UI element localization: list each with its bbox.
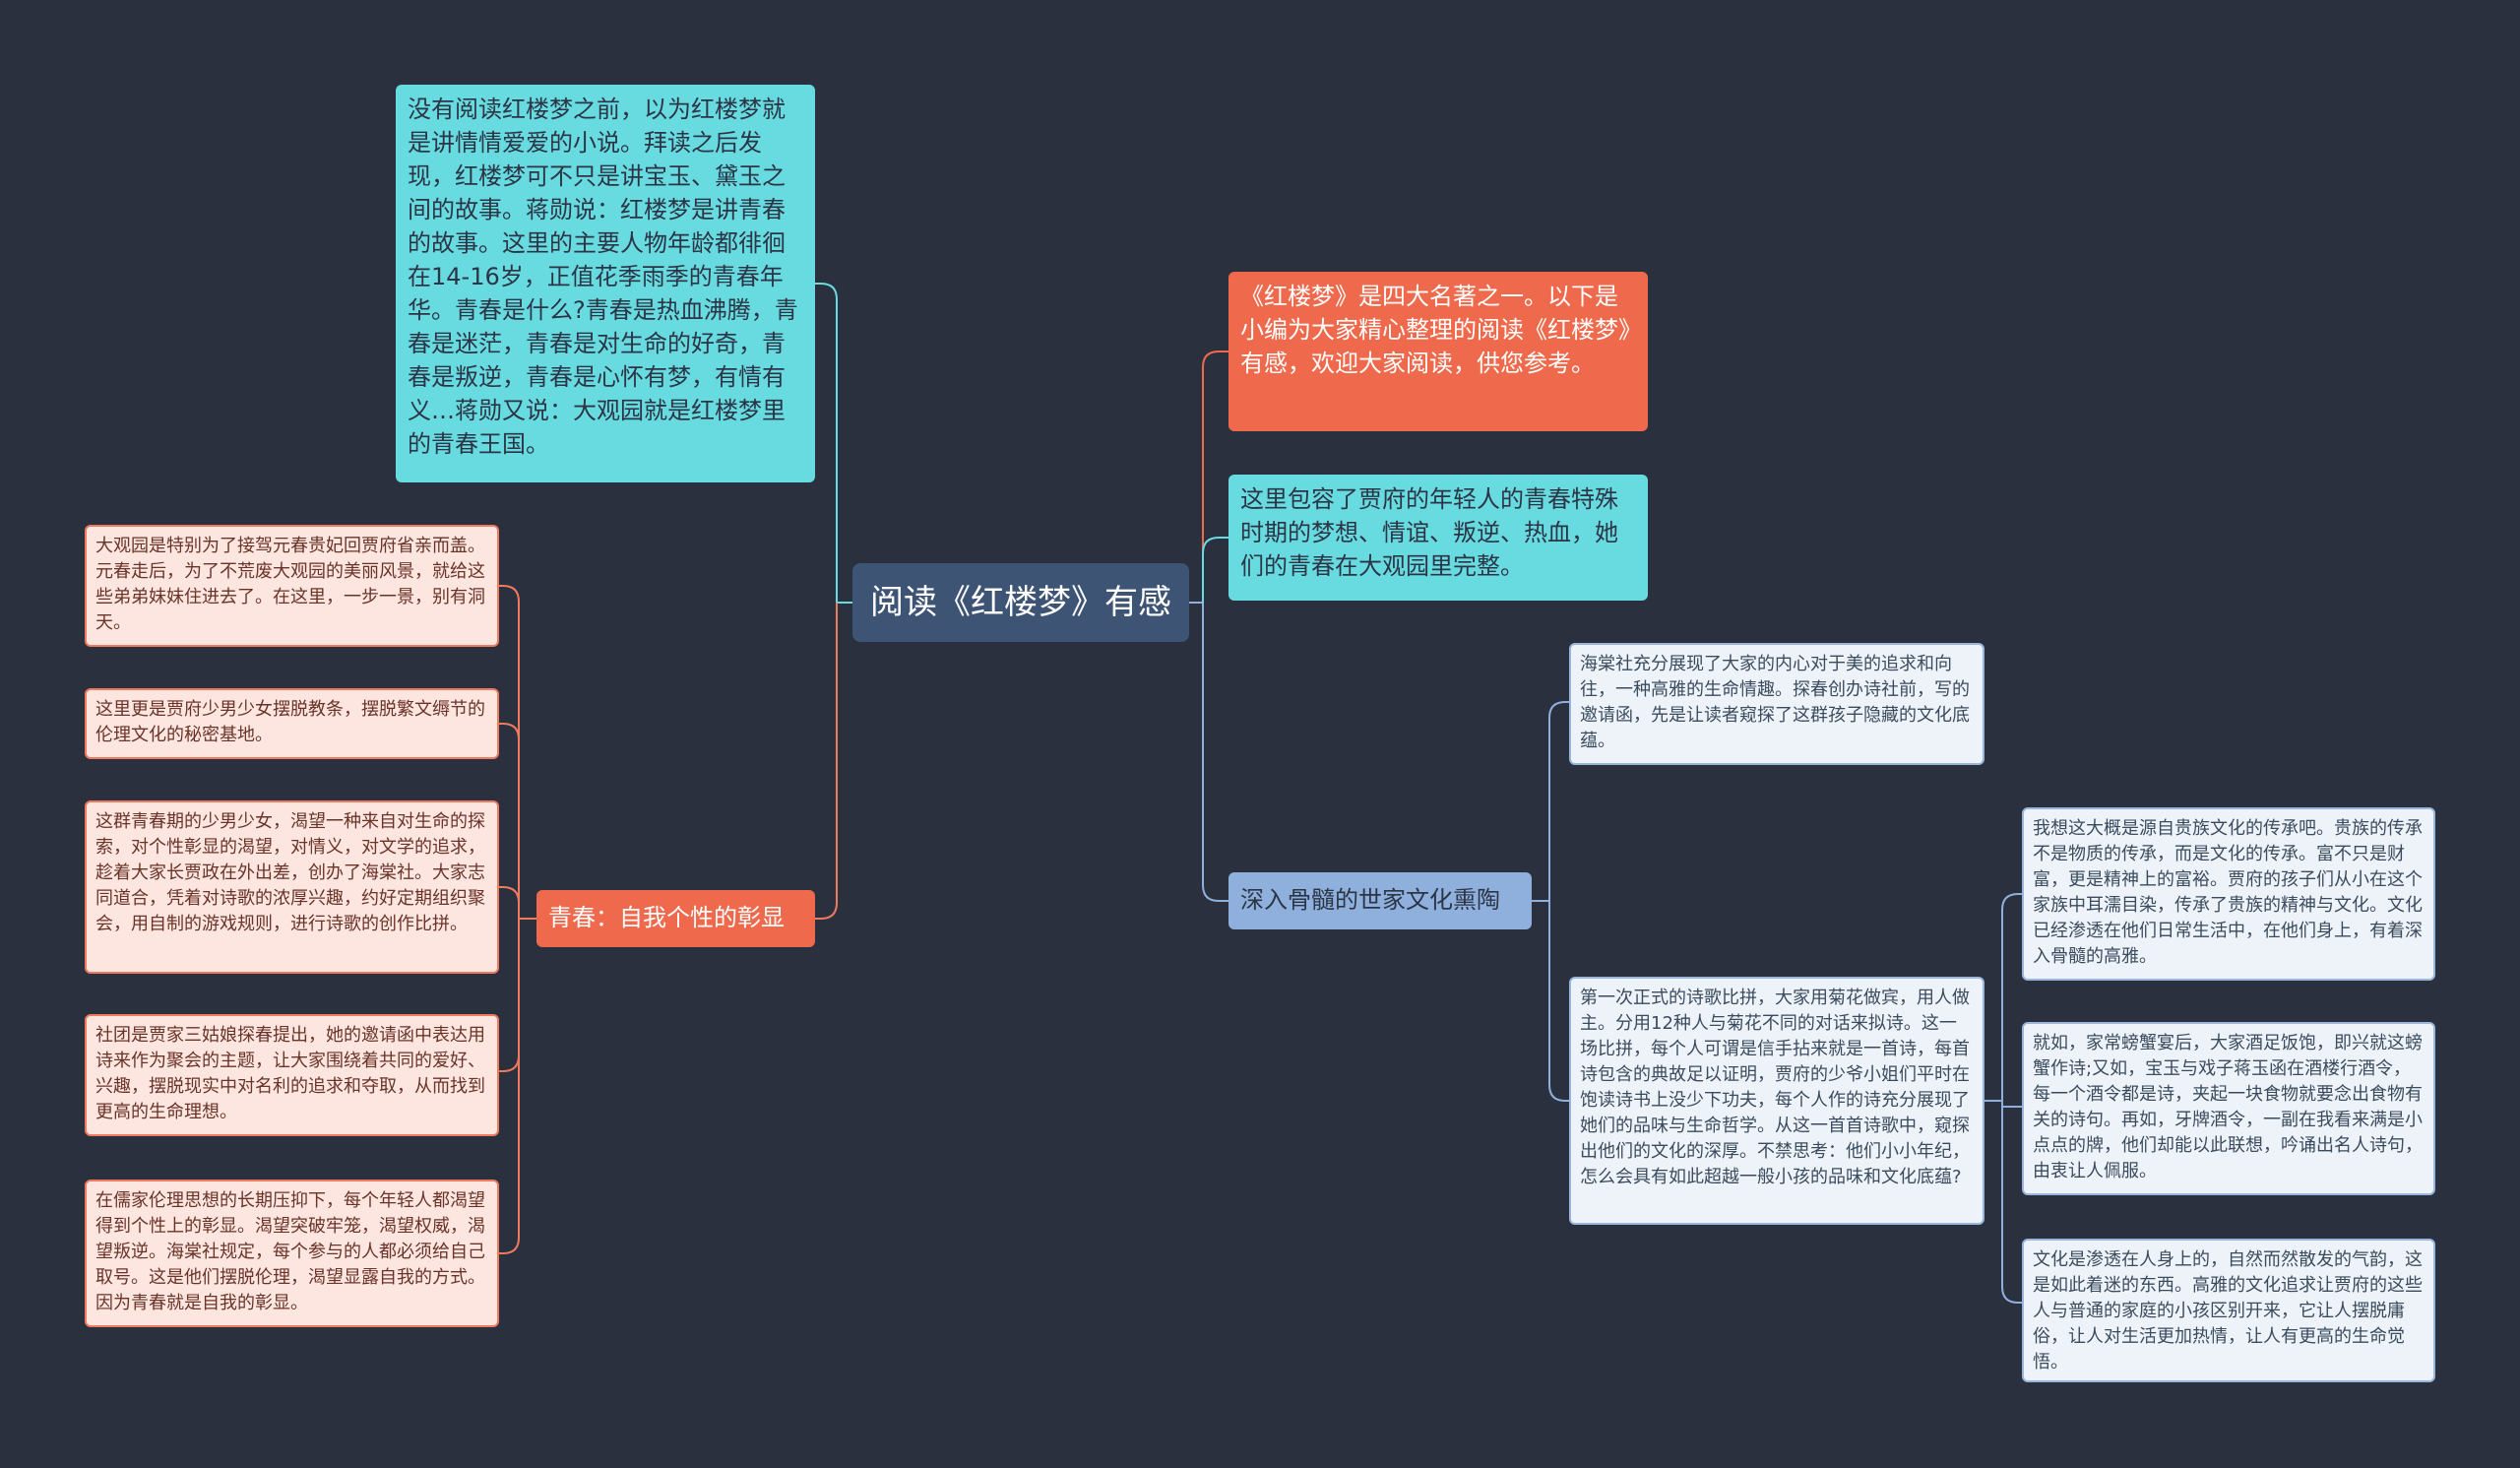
youth-item-2[interactable]: 这里更是贾府少男少女摆脱教条，摆脱繁文缛节的伦理文化的秘密基地。 (85, 688, 499, 759)
connector-item2-sub3 (2001, 1101, 2022, 1304)
connector-culture-item1 (1548, 701, 1569, 901)
connector-culture-item2 (1548, 901, 1569, 1102)
connector-root-to-left-intro (815, 283, 838, 603)
connector-item2-sub1 (2001, 893, 2022, 1101)
connector-youth-item2 (499, 723, 520, 919)
youth-item-5[interactable]: 在儒家伦理思想的长期压抑下，每个年轻人都渴望得到个性上的彰显。渴望突破牢笼，渴望… (85, 1180, 499, 1327)
culture-sub-3[interactable]: 文化是渗透在人身上的，自然而然散发的气韵，这是如此着迷的东西。高雅的文化追求让贾… (2022, 1239, 2435, 1382)
connector-root-to-intro (1202, 351, 1228, 603)
connector-root-to-summary (1202, 537, 1228, 603)
right-intro-node[interactable]: 《红楼梦》是四大名著之一。以下是小编为大家精心整理的阅读《红楼梦》有感，欢迎大家… (1228, 272, 1648, 431)
connector-youth-item1 (499, 585, 520, 919)
youth-item-3[interactable]: 这群青春期的少男少女，渴望一种来自对生命的探索，对个性彰显的渴望，对情义，对文学… (85, 800, 499, 974)
connector-youth-item3 (499, 886, 520, 919)
connector-root-to-culture (1202, 603, 1228, 902)
connector-item2-sub2 (2001, 1101, 2022, 1108)
culture-sub-1[interactable]: 我想这大概是源自贵族文化的传承吧。贵族的传承不是物质的传承，而是文化的传承。富不… (2022, 807, 2435, 981)
connector-youth-item5 (499, 919, 520, 1254)
left-intro-node[interactable]: 没有阅读红楼梦之前，以为红楼梦就是讲情情爱爱的小说。拜读之后发现，红楼梦可不只是… (396, 85, 815, 482)
youth-item-4[interactable]: 社团是贾家三姑娘探春提出，她的邀请函中表达用诗来作为聚会的主题，让大家围绕着共同… (85, 1014, 499, 1136)
youth-summary-node[interactable]: 这里包容了贾府的年轻人的青春特殊时期的梦想、情谊、叛逆、热血，她们的青春在大观园… (1228, 475, 1648, 601)
youth-item-1[interactable]: 大观园是特别为了接驾元春贵妃回贾府省亲而盖。元春走后，为了不荒废大观园的美丽风景… (85, 525, 499, 647)
culture-sub-2[interactable]: 就如，家常螃蟹宴后，大家酒足饭饱，即兴就这螃蟹作诗;又如，宝玉与戏子蒋玉函在酒楼… (2022, 1022, 2435, 1195)
culture-topic[interactable]: 深入骨髓的世家文化熏陶 (1228, 872, 1532, 929)
connector-root-to-youth (815, 603, 838, 920)
culture-item-2[interactable]: 第一次正式的诗歌比拼，大家用菊花做宾，用人做主。分用12种人与菊花不同的对话来拟… (1569, 977, 1984, 1225)
culture-item-1[interactable]: 海棠社充分展现了大家的内心对于美的追求和向往，一种高雅的生命情趣。探春创办诗社前… (1569, 643, 1984, 765)
root-topic[interactable]: 阅读《红楼梦》有感 (852, 563, 1189, 642)
connector-youth-item4 (499, 919, 520, 1072)
youth-topic[interactable]: 青春：自我个性的彰显 (536, 890, 815, 947)
